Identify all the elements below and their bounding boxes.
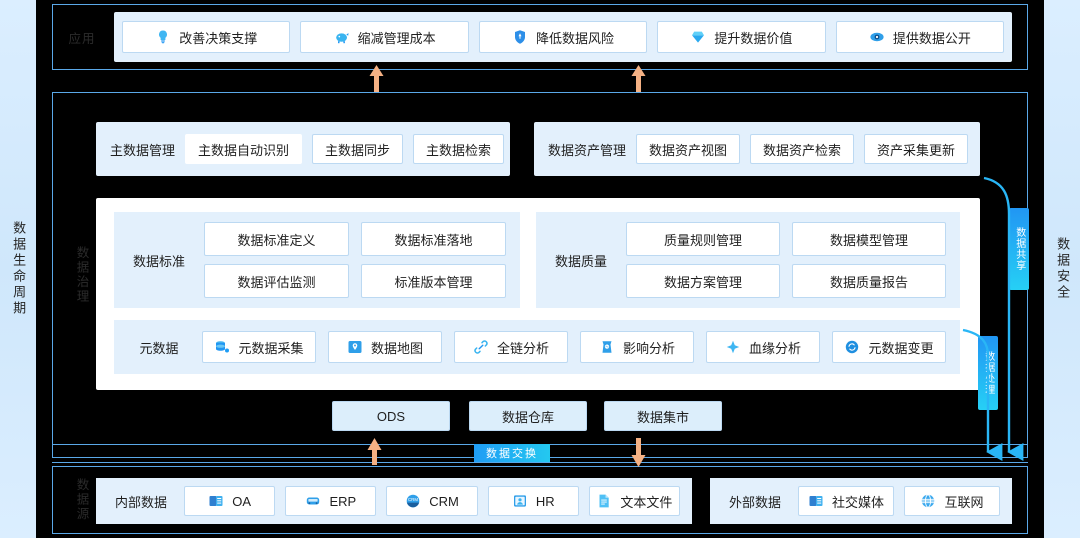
oa-icon: [208, 493, 224, 509]
internal-source-item-hr[interactable]: HR: [487, 486, 579, 516]
metadata-title: 元数据: [139, 340, 179, 356]
storage-item-data-mart[interactable]: 数据集市: [604, 401, 722, 431]
external-source-item-social-media[interactable]: 社交媒体: [798, 486, 894, 516]
metadata-item-lineage-analysis[interactable]: 血缘分析: [706, 331, 820, 363]
data-asset-group: 数据资产管理 数据资产视图 数据资产检索 资产采集更新: [534, 122, 980, 176]
metadata-item-collect[interactable]: 元数据采集: [202, 331, 316, 363]
app-item-label: 提升数据价值: [714, 30, 793, 46]
app-item-label: 降低数据风险: [536, 30, 615, 46]
hr-icon: [512, 493, 528, 509]
internal-source-item-text-file[interactable]: 文本文件: [588, 486, 681, 516]
document-icon: [596, 493, 612, 509]
master-data-item-sync[interactable]: 主数据同步: [312, 134, 404, 164]
database-icon: [214, 339, 230, 355]
external-source-group: 外部数据 社交媒体 互联网: [710, 478, 1012, 524]
app-item-reduce-risk[interactable]: 降低数据风险: [478, 21, 648, 53]
metadata-group: 元数据 元数据采集: [114, 320, 960, 374]
shield-icon: [512, 29, 528, 45]
map-icon: [347, 339, 363, 355]
data-quality-item-model[interactable]: 数据模型管理: [792, 222, 946, 256]
crm-icon: CRM: [405, 493, 421, 509]
rail-data-lifecycle: 数据生命周期: [0, 0, 36, 538]
data-quality-item-plan[interactable]: 数据方案管理: [626, 264, 780, 298]
data-quality-item-rules[interactable]: 质量规则管理: [626, 222, 780, 256]
panel-data-source-label: 数据源: [74, 478, 89, 522]
internal-source-group: 内部数据 OA ER: [96, 478, 692, 524]
application-group: 改善决策支撑 缩减管理成本 降低数据风险: [114, 12, 1012, 62]
internal-source-title: 内部数据: [114, 494, 167, 510]
master-data-title: 主数据管理: [110, 142, 176, 158]
data-quality-group: 数据质量 质量规则管理 数据模型管理 数据方案管理 数据质量报告: [536, 212, 960, 308]
data-asset-title: 数据资产管理: [548, 142, 627, 158]
panel-application-label: 应用: [68, 31, 96, 46]
data-asset-item-collect-update[interactable]: 资产采集更新: [864, 134, 969, 164]
storage-item-ods[interactable]: ODS: [332, 401, 450, 431]
erp-icon: [305, 493, 321, 509]
app-item-label: 缩减管理成本: [357, 30, 436, 46]
metadata-item-impact-analysis[interactable]: 影响分析: [580, 331, 694, 363]
panel-governance-label: 数据治理: [74, 246, 89, 304]
data-quality-title: 数据质量: [554, 253, 607, 269]
badge-data-sharing: 数据共享: [1009, 208, 1029, 290]
exchange-line-bottom: [52, 462, 1028, 463]
data-quality-item-report[interactable]: 数据质量报告: [792, 264, 946, 298]
lineage-icon: [725, 339, 741, 355]
rail-left-label: 数据生命周期: [11, 221, 27, 317]
app-item-label: 提供数据公开: [892, 30, 971, 46]
master-data-item-auto-recognize[interactable]: 主数据自动识别: [185, 134, 303, 164]
app-item-improve-decision[interactable]: 改善决策支撑: [122, 21, 291, 53]
app-item-increase-value[interactable]: 提升数据价值: [657, 21, 826, 53]
data-standard-item-assess-monitor[interactable]: 数据评估监测: [204, 264, 349, 298]
diamond-icon: [690, 29, 706, 45]
eye-icon: [869, 29, 885, 45]
social-icon: [808, 493, 824, 509]
app-item-label: 改善决策支撑: [179, 30, 258, 46]
app-item-reduce-cost[interactable]: 缩减管理成本: [300, 21, 469, 53]
data-asset-item-search[interactable]: 数据资产检索: [750, 134, 855, 164]
internal-source-item-oa[interactable]: OA: [184, 486, 276, 516]
impact-icon: [599, 339, 615, 355]
data-exchange-badge: 数据交换: [474, 444, 550, 462]
app-item-public-data[interactable]: 提供数据公开: [835, 21, 1005, 53]
badge-data-processing: 数据处理: [978, 336, 998, 410]
storage-item-data-warehouse[interactable]: 数据仓库: [469, 401, 587, 431]
metadata-item-full-chain-analysis[interactable]: 全链分析: [454, 331, 568, 363]
globe-icon: [920, 493, 936, 509]
lightbulb-icon: [155, 29, 171, 45]
link-icon: [473, 339, 489, 355]
master-data-group: 主数据管理 主数据自动识别 主数据同步 主数据检索: [96, 122, 510, 176]
data-standard-group: 数据标准 数据标准定义 数据标准落地 数据评估监测 标准版本管理: [114, 212, 520, 308]
metadata-item-data-map[interactable]: 数据地图: [328, 331, 442, 363]
change-icon: [844, 339, 860, 355]
data-standard-item-implement[interactable]: 数据标准落地: [361, 222, 506, 256]
data-asset-item-view[interactable]: 数据资产视图: [636, 134, 741, 164]
svg-text:CRM: CRM: [408, 497, 418, 502]
external-source-item-internet[interactable]: 互联网: [904, 486, 1000, 516]
governance-core-container: 数据标准 数据标准定义 数据标准落地 数据评估监测 标准版本管理 数据质量 质量…: [96, 198, 980, 390]
piggybank-icon: [334, 29, 350, 45]
rail-data-security: 数据安全: [1044, 0, 1080, 538]
metadata-item-change[interactable]: 元数据变更: [832, 331, 946, 363]
master-data-item-search[interactable]: 主数据检索: [413, 134, 505, 164]
data-standard-title: 数据标准: [132, 253, 185, 269]
external-source-title: 外部数据: [728, 494, 781, 510]
internal-source-item-crm[interactable]: CRM CRM: [386, 486, 478, 516]
internal-source-item-erp[interactable]: ERP: [285, 486, 377, 516]
data-standard-item-define[interactable]: 数据标准定义: [204, 222, 349, 256]
rail-right-label: 数据安全: [1055, 237, 1071, 301]
data-standard-item-version[interactable]: 标准版本管理: [361, 264, 506, 298]
